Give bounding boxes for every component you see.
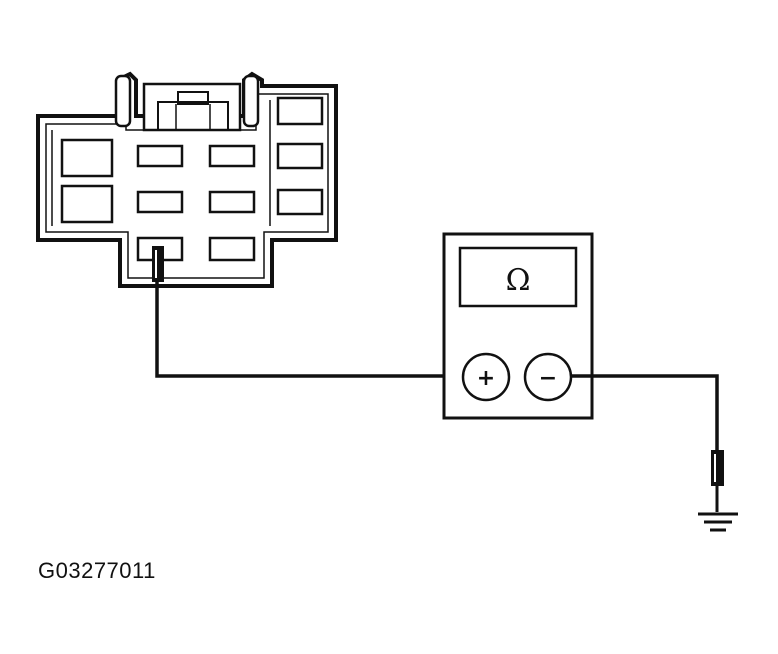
latch-post-right [242, 74, 260, 128]
connector-body [36, 71, 338, 288]
probe-stripe [155, 250, 157, 278]
probe-body [152, 246, 164, 282]
pin-cavity [276, 142, 324, 170]
negative-symbol: − [539, 366, 557, 391]
ohm-symbol: Ω [506, 263, 531, 298]
test-lead-positive [155, 282, 464, 378]
probe-tip-connector [152, 246, 164, 282]
connector-body-inner [45, 93, 329, 279]
pin-cavity [276, 96, 324, 126]
pin-cavity [208, 144, 256, 168]
positive-symbol: + [477, 366, 495, 391]
positive-terminal [461, 352, 511, 402]
pin-cavity [276, 188, 324, 216]
figure-id: G03277011 [38, 558, 156, 583]
pin-cavity [208, 190, 256, 214]
pin-cavity [60, 184, 114, 224]
pin-cavity [136, 144, 184, 168]
pin-cavity [60, 138, 114, 178]
ohmmeter: Ω + − [442, 232, 594, 420]
latch-post-left [114, 74, 132, 128]
pin-cavity [136, 190, 184, 214]
probe-stripe [714, 454, 716, 482]
locking-tab-inner [157, 101, 229, 131]
probe-tip-ground [711, 450, 724, 512]
connector [36, 71, 338, 288]
probe-body [711, 450, 724, 486]
pin-cavities [60, 96, 324, 262]
meter-display [458, 246, 578, 308]
locking-tab-notch [177, 91, 209, 105]
pin-cavity [208, 236, 256, 262]
test-lead-negative [571, 374, 719, 452]
ground-symbol [698, 512, 738, 532]
